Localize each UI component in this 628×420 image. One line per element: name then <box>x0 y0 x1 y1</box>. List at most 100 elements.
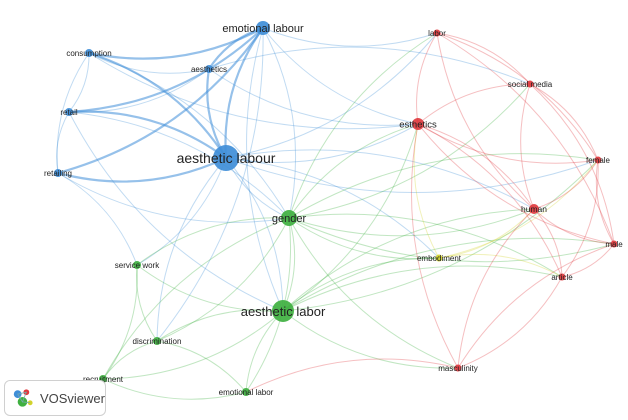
brand-name: VOSviewer <box>39 390 105 406</box>
edge-emotional-labour-esthetics <box>262 27 419 125</box>
node-consumption[interactable] <box>85 49 93 57</box>
edge-labor-male <box>436 32 615 245</box>
node-aesthetic-labor[interactable] <box>272 300 294 322</box>
edge-aesthetic-labor-esthetics <box>282 123 419 312</box>
edge-aesthetic-labor-human <box>282 208 535 312</box>
node-retail[interactable] <box>65 108 73 116</box>
edge-esthetics-article <box>417 123 563 278</box>
node-aesthetics[interactable] <box>205 65 213 73</box>
edge-esthetics-masculinity <box>411 123 459 369</box>
edge-aesthetic-labour-discrimination <box>156 157 227 342</box>
edge-service-work-discrimination <box>136 264 158 342</box>
node-emotional-labour[interactable] <box>256 21 270 35</box>
edge-aesthetics-esthetics <box>208 68 419 126</box>
node-discrimination[interactable] <box>153 337 161 345</box>
edge-embodiment-human <box>438 208 535 259</box>
edge-consumption-gender <box>88 52 290 219</box>
label-esthetics[interactable]: esthetics <box>399 120 437 131</box>
edge-consumption-retailing <box>56 52 90 174</box>
edge-aesthetic-labor-emotional-labor <box>245 310 284 393</box>
edge-emotional-labour-gender <box>262 27 297 219</box>
label-retail[interactable]: retail <box>60 108 78 117</box>
edge-masculinity-emotional-labor <box>245 358 459 393</box>
edge-aesthetics-retail <box>68 68 210 113</box>
edge-gender-social-media <box>288 83 531 219</box>
label-emotional-labour[interactable]: emotional labour <box>222 23 304 35</box>
label-service-work[interactable]: service work <box>115 261 160 270</box>
edges-layer <box>56 26 615 400</box>
label-aesthetic-labour[interactable]: aesthetic labour <box>177 150 276 166</box>
edge-aesthetic-labour-retailing <box>56 156 228 183</box>
node-gender[interactable] <box>281 210 297 226</box>
edge-retail-retailing <box>56 111 70 174</box>
edge-retailing-gender <box>57 172 290 223</box>
edge-social-media-esthetics <box>417 83 531 125</box>
label-labor[interactable]: labor <box>428 29 446 38</box>
node-embodiment[interactable] <box>435 254 443 262</box>
node-retailing[interactable] <box>54 169 62 177</box>
edge-embodiment-esthetics <box>413 123 440 259</box>
edge-aesthetic-labour-esthetics <box>225 123 419 163</box>
node-female[interactable] <box>594 156 602 164</box>
node-esthetics[interactable] <box>412 118 424 130</box>
edge-gender-discrimination <box>156 217 290 342</box>
node-labor[interactable] <box>433 29 441 37</box>
edge-gender-recruitment <box>102 217 290 380</box>
edge-service-work-recruitment <box>102 264 138 380</box>
label-emotional-labor[interactable]: emotional labor <box>219 388 274 397</box>
edge-esthetics-female <box>417 123 599 164</box>
edge-emotional-labour-aesthetic-labor <box>246 27 284 312</box>
label-female[interactable]: female <box>586 156 611 165</box>
edge-female-male <box>595 159 615 245</box>
edge-aesthetic-labour-aesthetic-labor <box>225 157 284 312</box>
vosviewer-badge: VOSviewer <box>4 380 106 416</box>
node-emotional-labor[interactable] <box>242 388 250 396</box>
edge-aesthetic-labor-recruitment <box>102 310 284 380</box>
node-masculinity[interactable] <box>454 364 462 372</box>
edge-aesthetic-labour-emotional-labour <box>224 26 265 160</box>
edge-aesthetic-labor-article <box>282 265 563 312</box>
edge-consumption-aesthetics <box>88 52 210 74</box>
edge-discrimination-recruitment <box>102 340 158 380</box>
label-masculinity[interactable]: masculinity <box>438 364 478 373</box>
node-social-media[interactable] <box>526 80 534 88</box>
nodes-layer <box>54 21 618 396</box>
edge-aesthetic-labor-female <box>282 159 599 312</box>
label-gender[interactable]: gender <box>272 213 307 225</box>
edge-retail-aesthetic-labor <box>68 111 284 312</box>
label-article[interactable]: article <box>551 273 573 282</box>
label-consumption[interactable]: consumption <box>66 49 111 58</box>
label-retailing[interactable]: retailing <box>44 169 72 178</box>
edge-aesthetic-labor-service-work <box>136 264 284 312</box>
label-social-media[interactable]: social media <box>508 80 553 89</box>
edge-human-article <box>533 208 563 278</box>
edge-labor-esthetics <box>416 32 438 125</box>
node-male[interactable] <box>610 240 618 248</box>
node-aesthetic-labour[interactable] <box>213 145 239 171</box>
edge-discrimination-emotional-labor <box>156 340 247 393</box>
edge-aesthetic-labour-human <box>225 149 535 210</box>
label-recruitment[interactable]: recruitment <box>83 375 124 384</box>
edge-aesthetic-labor-male <box>282 237 615 312</box>
label-human[interactable]: human <box>521 204 547 214</box>
edge-emotional-labour-labor <box>262 27 438 47</box>
label-aesthetics[interactable]: aesthetics <box>191 65 227 74</box>
edge-embodiment-article <box>438 253 563 278</box>
edge-aesthetic-labour-service-work <box>136 157 227 266</box>
edge-aesthetic-labour-female <box>225 157 599 193</box>
edge-aesthetic-labor-embodiment <box>282 257 440 312</box>
edge-emotional-labour-retail <box>67 26 265 114</box>
node-article[interactable] <box>558 273 566 281</box>
node-human[interactable] <box>529 204 539 214</box>
edge-recruitment-emotional-labor <box>102 378 247 400</box>
edge-social-media-human <box>520 83 535 210</box>
edge-consumption-retail <box>68 52 90 113</box>
label-aesthetic-labor[interactable]: aesthetic labor <box>241 304 326 319</box>
label-discrimination[interactable]: discrimination <box>133 337 182 346</box>
label-embodiment[interactable]: embodiment <box>417 254 462 263</box>
label-male[interactable]: male <box>605 240 623 249</box>
node-service-work[interactable] <box>133 261 141 269</box>
edge-gender-aesthetic-labor <box>282 217 296 312</box>
edge-aesthetic-labour-retail <box>67 110 228 160</box>
